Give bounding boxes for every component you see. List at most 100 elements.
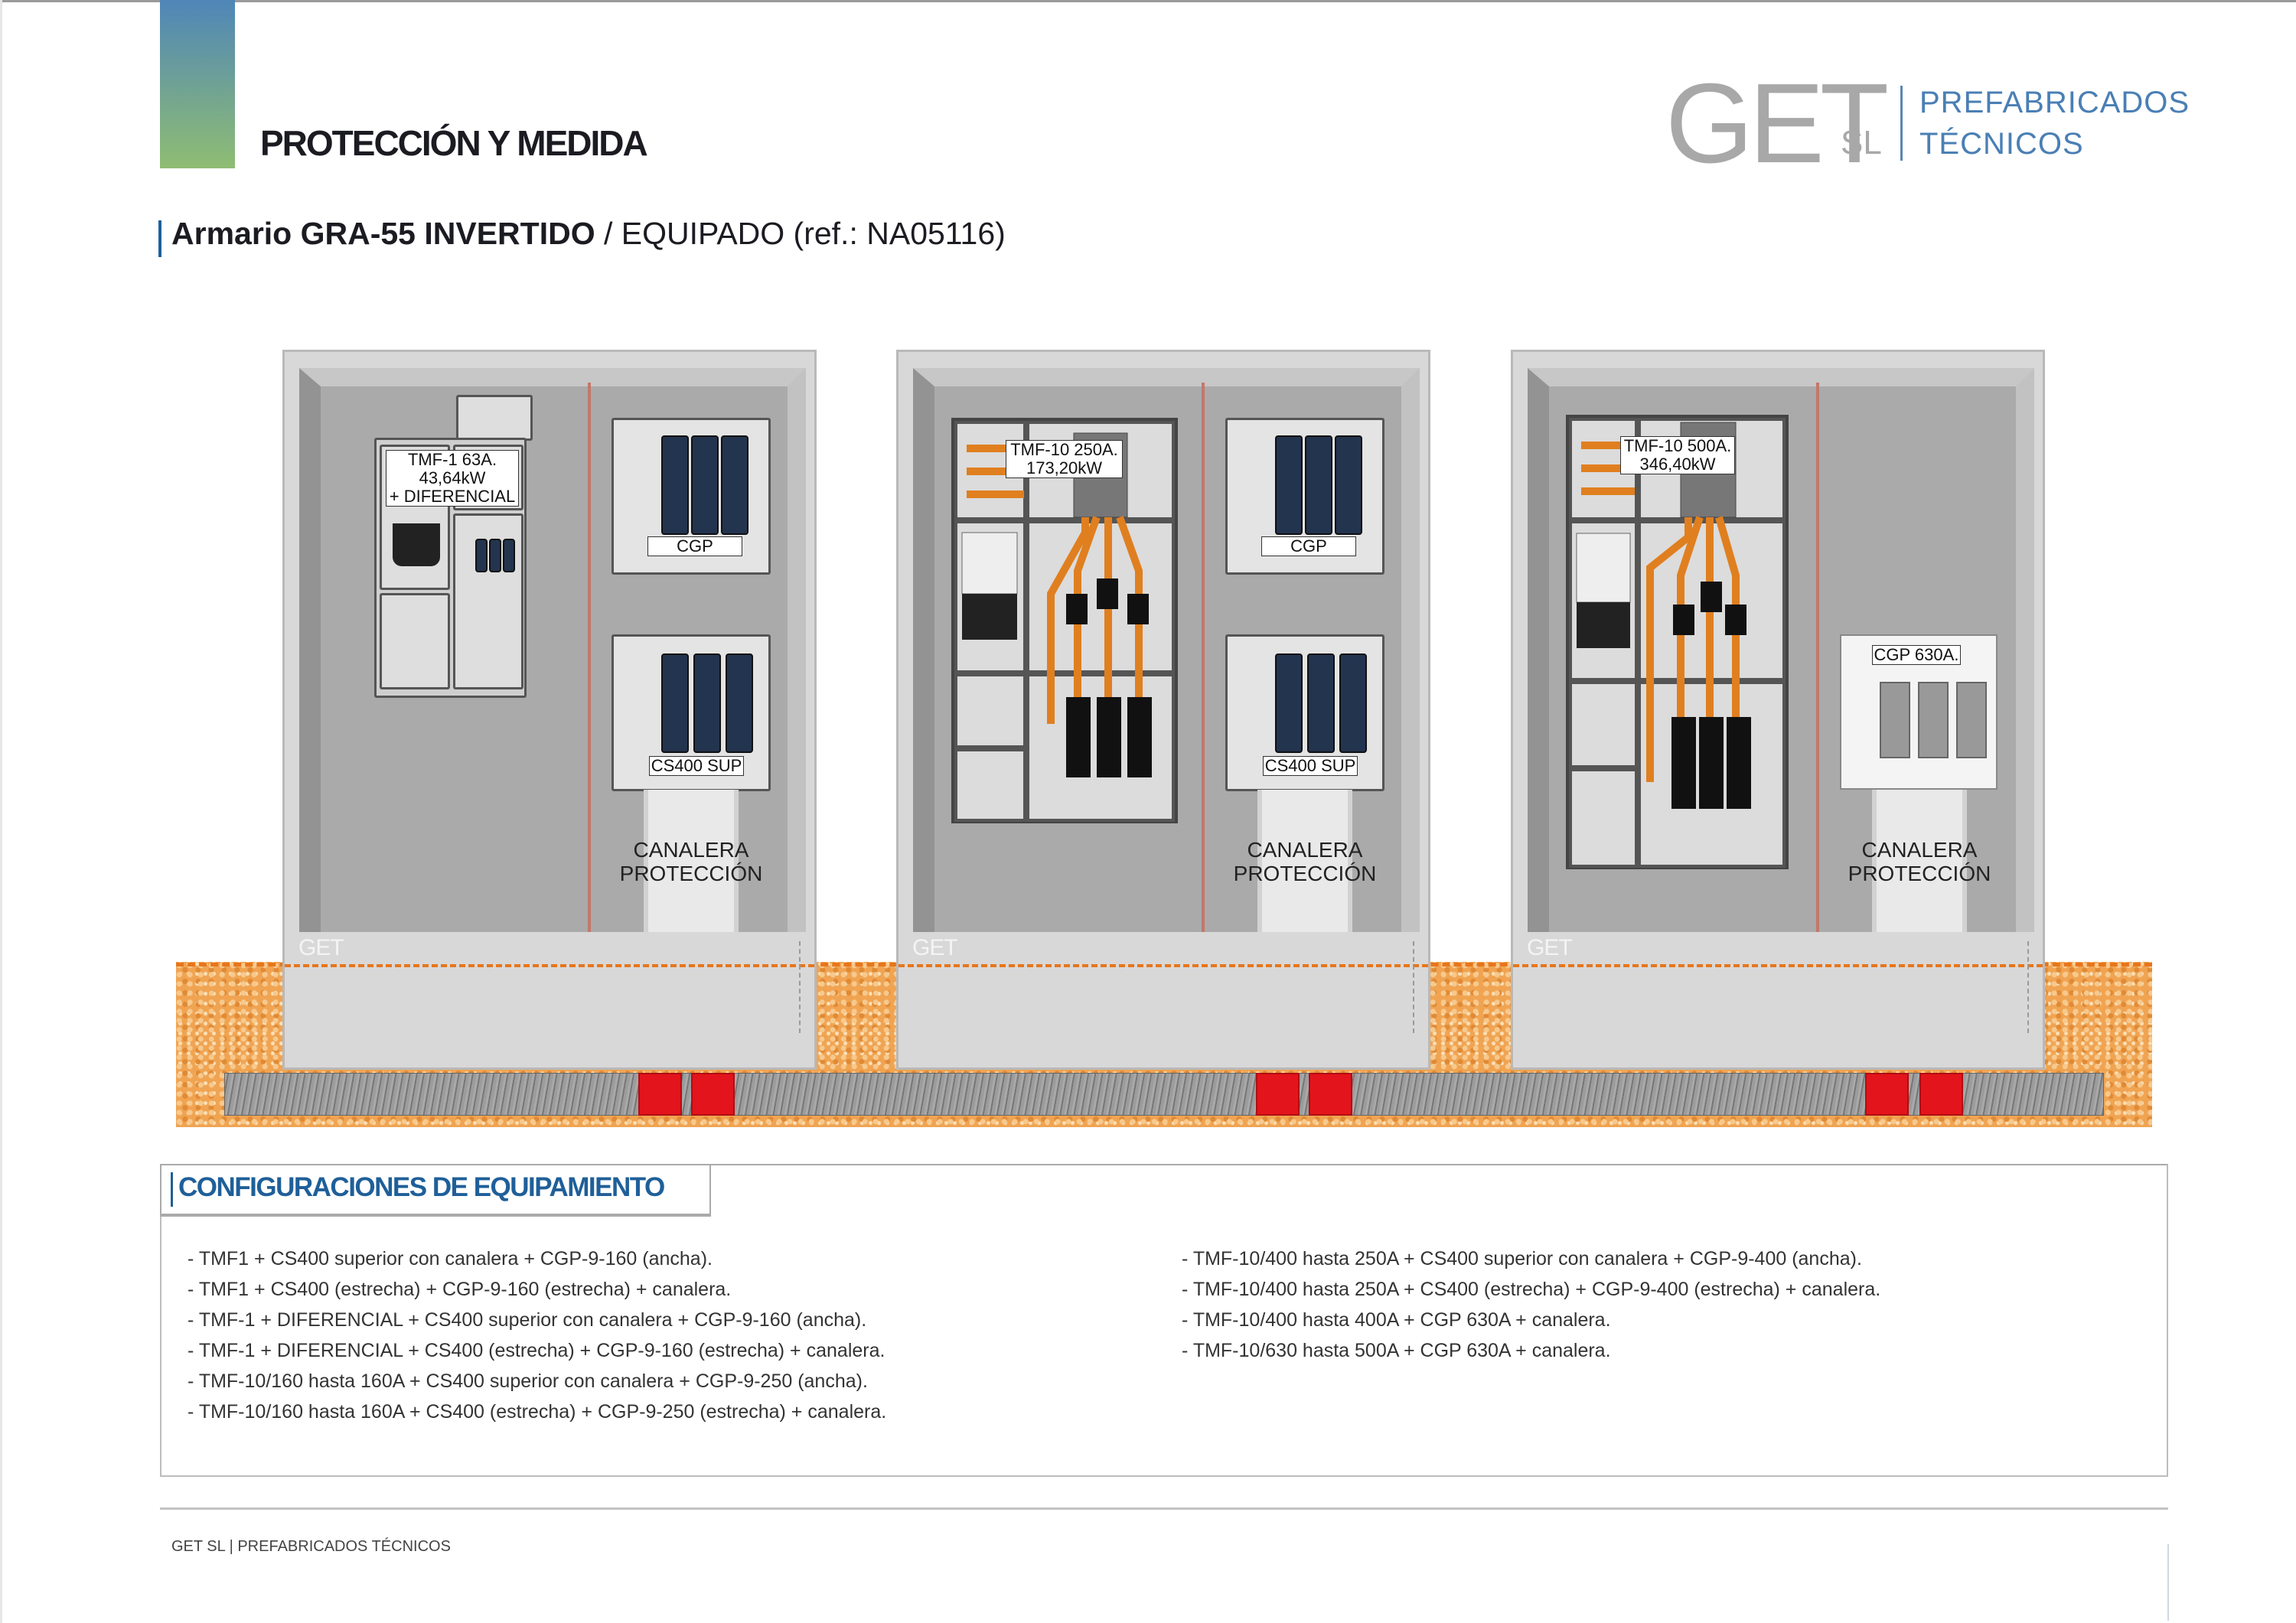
- cs400-label: CS400 SUP: [649, 756, 744, 776]
- equipment-label-line: + DIFERENCIAL: [389, 487, 516, 506]
- fuse-icon: [1335, 435, 1362, 535]
- cable-duct-label-line: PROTECCIÓN: [1848, 862, 1991, 885]
- equipment-label-line: TMF-10 500A.: [1623, 436, 1732, 455]
- list-item: - TMF1 + CS400 (estrecha) + CGP-9-160 (e…: [188, 1279, 732, 1300]
- meter-module: [951, 418, 1178, 823]
- foundation-line: [2027, 941, 2029, 1033]
- fuse-icon: [1307, 653, 1335, 753]
- cabinet-divider: [1202, 383, 1205, 932]
- cable-duct-label-line: PROTECCIÓN: [1233, 862, 1377, 885]
- cable-duct-label-line: CANALERA: [1861, 838, 1978, 862]
- cable-entry-block: [691, 1073, 735, 1116]
- list-item: - TMF-10/400 hasta 250A + CS400 superior…: [1182, 1248, 1862, 1269]
- footer-divider: [160, 1507, 2168, 1510]
- cable-duct: [1872, 790, 1967, 932]
- equipment-label-line: TMF-1 63A.: [407, 450, 497, 469]
- page-title: PROTECCIÓN Y MEDIDA: [260, 123, 648, 163]
- cable-duct: [1257, 790, 1352, 932]
- cable-entry-block: [1919, 1073, 1963, 1116]
- cabinet-tmf10-500: TMF-10 500A. 346,40kW CGP 630A. CANALERA…: [1511, 350, 2045, 1070]
- ground-level-line: [899, 964, 1428, 967]
- cabinet-brand: GET: [912, 935, 958, 960]
- cgp-label: CGP: [1261, 536, 1356, 556]
- logo-suffix: SL: [1841, 124, 1882, 161]
- cs400-box: CS400 SUP: [612, 634, 771, 791]
- energy-meter-icon: [393, 523, 440, 566]
- list-item: - TMF-1 + DIFERENCIAL + CS400 superior c…: [188, 1309, 867, 1331]
- fuse-icon: [661, 435, 689, 535]
- cgp-630-box: CGP 630A.: [1840, 634, 1998, 790]
- list-item: - TMF-10/400 hasta 250A + CS400 (estrech…: [1182, 1279, 1881, 1300]
- fuse-icon: [721, 435, 748, 535]
- product-name: Armario GRA-55 INVERTIDO: [171, 216, 595, 251]
- cs400-label: CS400 SUP: [1263, 756, 1358, 776]
- configurations-tab: [160, 1164, 711, 1217]
- fuse-icon: [726, 653, 753, 753]
- cable-duct-label-line: PROTECCIÓN: [619, 862, 763, 885]
- cable-entry-block: [1309, 1073, 1352, 1116]
- fuse-cell: [453, 513, 523, 689]
- fuse-base-icon: [1880, 682, 1910, 758]
- fuse-icon: [693, 653, 721, 753]
- list-item: - TMF-10/160 hasta 160A + CS400 (estrech…: [188, 1401, 887, 1423]
- footer-company: GET SL: [171, 1538, 226, 1555]
- configurations-title: CONFIGURACIONES DE EQUIPAMIENTO: [178, 1172, 665, 1202]
- logo-brand: GET: [1665, 60, 1889, 187]
- list-item: - TMF-10/630 hasta 500A + CGP 630A + can…: [1182, 1340, 1611, 1361]
- concrete-base: [224, 1073, 2104, 1116]
- foundation-line: [1413, 941, 1414, 1033]
- left-border: [0, 0, 2, 1623]
- top-border: [0, 0, 2296, 2]
- fuse-icon: [489, 539, 501, 572]
- list-item: - TMF-10/160 hasta 160A + CS400 superior…: [188, 1370, 868, 1392]
- cable-duct-label-line: CANALERA: [1247, 838, 1363, 862]
- list-item: - TMF1 + CS400 superior con canalera + C…: [188, 1248, 713, 1269]
- fuse-icon: [1305, 435, 1332, 535]
- foundation-line: [799, 941, 801, 1033]
- cgp-box: CGP: [1225, 418, 1384, 575]
- product-ref: / EQUIPADO (ref.: NA05116): [595, 216, 1006, 251]
- ground-level-line: [285, 964, 814, 967]
- header-accent-bar: [160, 0, 235, 168]
- fuse-icon: [691, 435, 719, 535]
- configurations-list-left: - TMF1 + CS400 superior con canalera + C…: [188, 1243, 886, 1427]
- configurations-panel: [160, 1164, 2168, 1477]
- footer-tagline: PREFABRICADOS TÉCNICOS: [237, 1538, 451, 1555]
- fuse-icon: [1275, 653, 1303, 753]
- fuse-base-icon: [1956, 682, 1987, 758]
- cgp-box: CGP: [612, 418, 771, 575]
- footer-text: GET SL | PREFABRICADOS TÉCNICOS: [171, 1538, 451, 1555]
- cable-entry-block: [1865, 1073, 1909, 1116]
- configurations-list-right: - TMF-10/400 hasta 250A + CS400 superior…: [1182, 1243, 1880, 1366]
- meter-module: [1566, 415, 1789, 869]
- cable-duct-label-line: CANALERA: [633, 838, 749, 862]
- cs400-box: CS400 SUP: [1225, 634, 1384, 791]
- equipment-label: TMF-10 500A. 346,40kW: [1620, 436, 1735, 474]
- fuse-icon: [503, 539, 515, 572]
- logo-line-1: PREFABRICADOS: [1919, 86, 2190, 119]
- cgp-label: CGP: [647, 536, 742, 556]
- equipment-label-line: 346,40kW: [1639, 455, 1716, 474]
- equipment-label-line: TMF-10 250A.: [1010, 440, 1118, 459]
- cabinet-brand: GET: [298, 935, 344, 960]
- cabinet-tmf10-250: TMF-10 250A. 173,20kW CGP CS400 SUP CANA…: [896, 350, 1430, 1070]
- footer-rule: [2167, 1544, 2169, 1621]
- fuse-icon: [661, 653, 689, 753]
- fuse-icon: [475, 539, 488, 572]
- fuse-icon: [1275, 435, 1303, 535]
- cabinet-divider: [1816, 383, 1819, 932]
- list-item: - TMF-1 + DIFERENCIAL + CS400 (estrecha)…: [188, 1340, 885, 1361]
- cable-entry-block: [1256, 1073, 1300, 1116]
- cable-entry-block: [638, 1073, 682, 1116]
- equipment-label: TMF-1 63A. 43,64kW + DIFERENCIAL: [386, 450, 519, 507]
- logo-line-2: TÉCNICOS: [1919, 127, 2084, 161]
- cabinet-brand: GET: [1527, 935, 1573, 960]
- logo-separator: [1900, 86, 1903, 161]
- terminal-block: [456, 395, 533, 441]
- equipment-label-line: 43,64kW: [419, 468, 486, 487]
- product-subtitle: Armario GRA-55 INVERTIDO / EQUIPADO (ref…: [171, 216, 1006, 252]
- breaker-cell: [380, 593, 450, 689]
- fuse-base-icon: [1918, 682, 1949, 758]
